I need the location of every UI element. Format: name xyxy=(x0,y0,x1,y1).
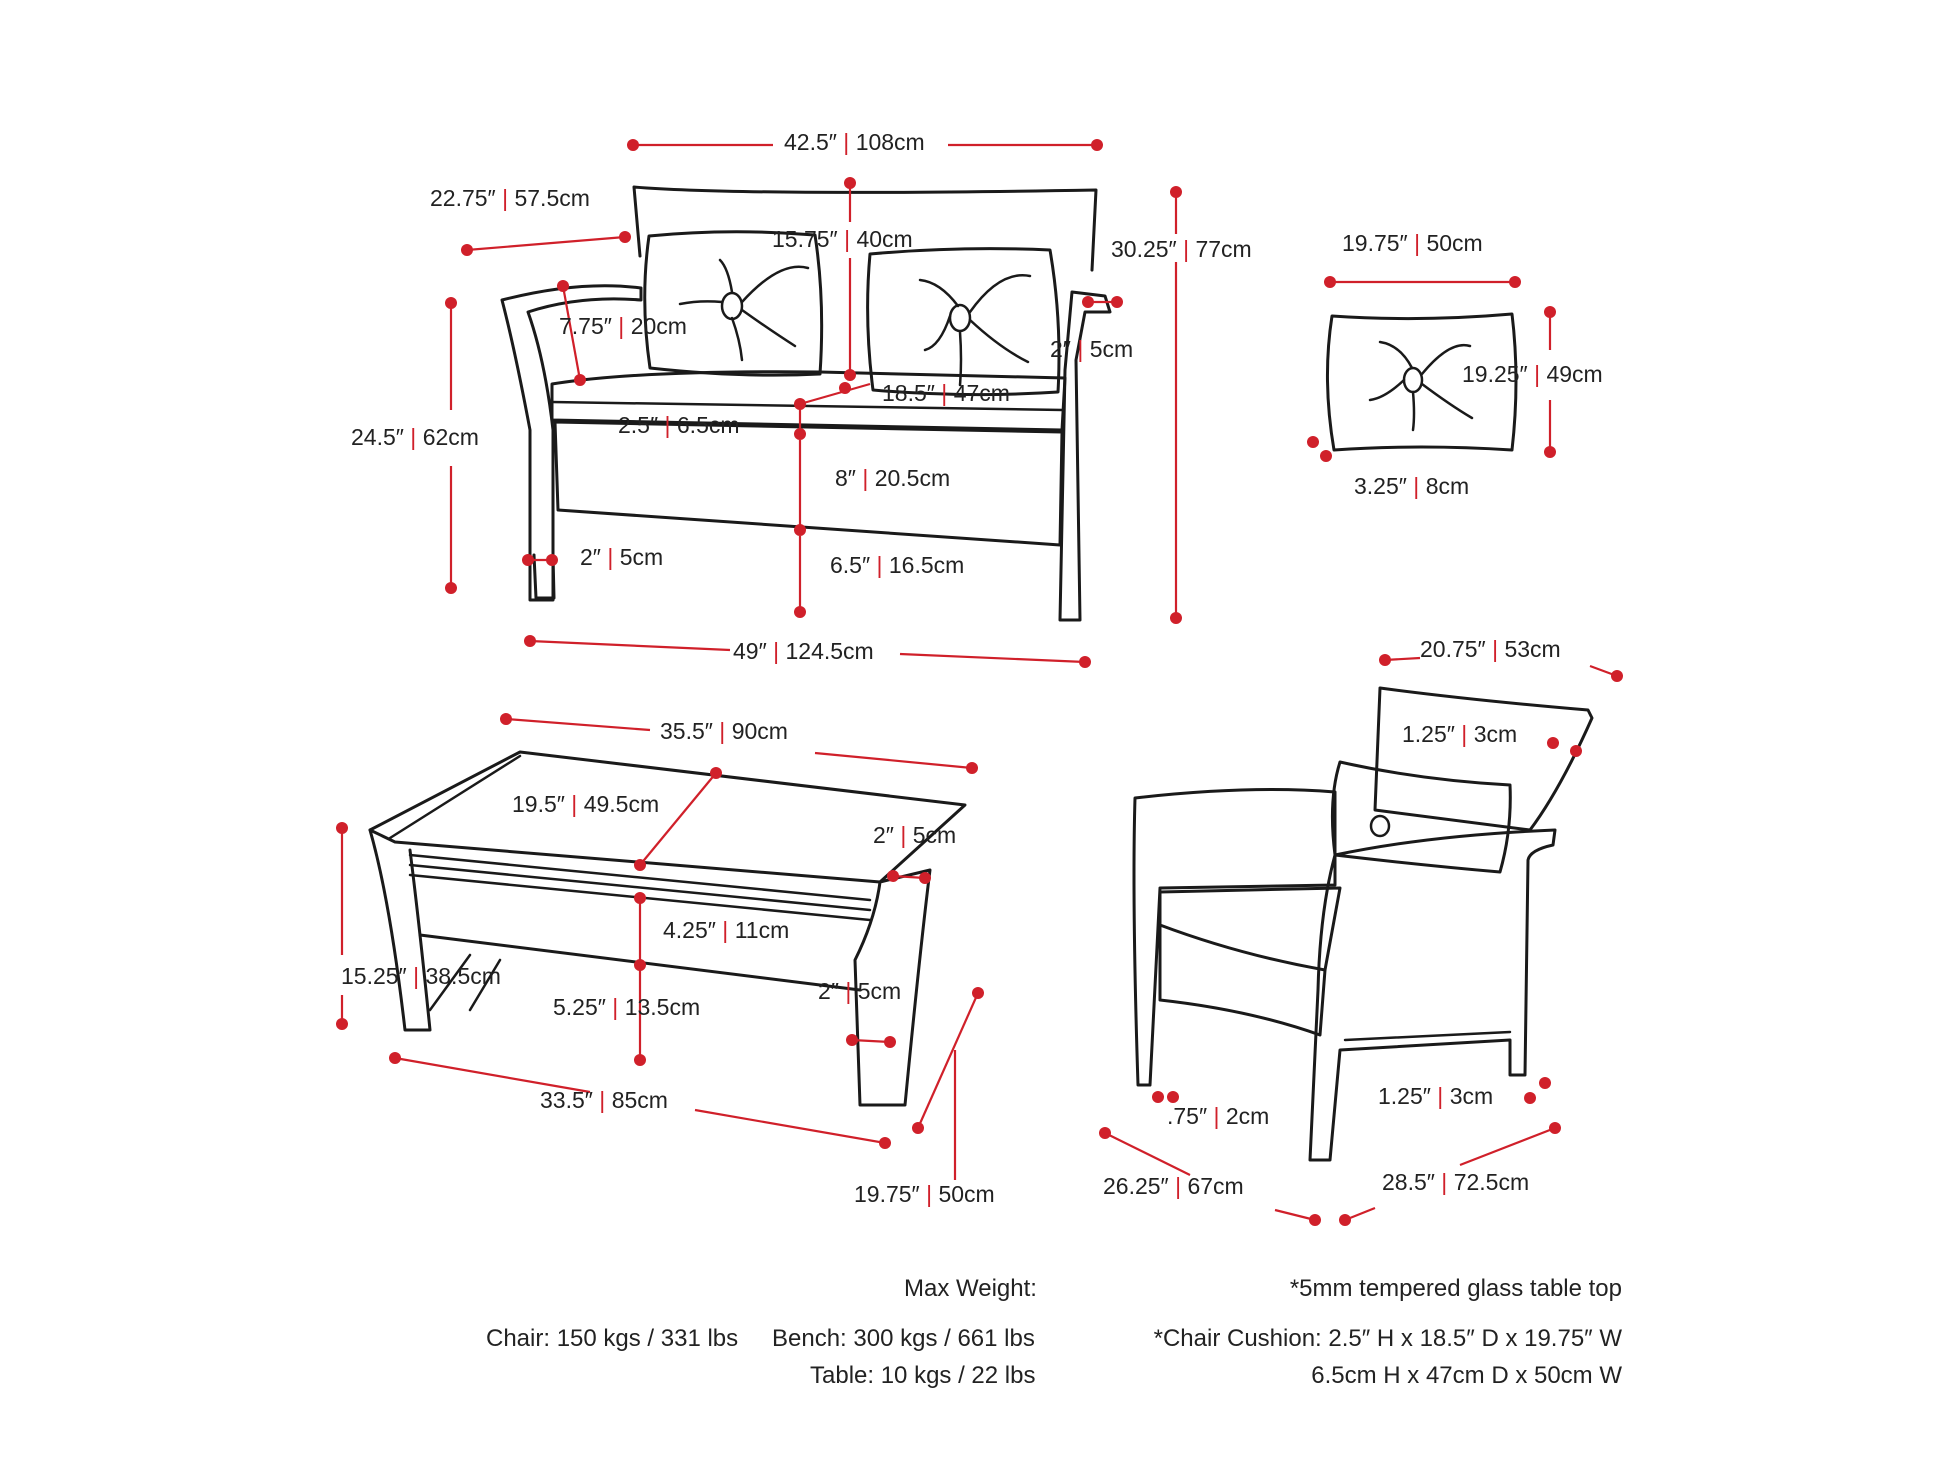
loveseat-arm-height-label: 7.75″ | 20cm xyxy=(559,313,687,339)
loveseat-clearance-label: 6.5″ | 16.5cm xyxy=(830,552,964,578)
table-top-depth-label: 19.5″ | 49.5cm xyxy=(512,791,659,817)
loveseat-apron-height-label: 8″ | 20.5cm xyxy=(835,465,950,491)
table-clearance-label: 5.25″ | 13.5cm xyxy=(553,994,700,1020)
loveseat-arm-depth-label: 22.75″ | 57.5cm xyxy=(430,185,590,211)
loveseat-back-cushion-label: 15.75″ | 40cm xyxy=(772,226,913,252)
max-weight-label: Max Weight: xyxy=(904,1275,1037,1302)
chair-width-label: 28.5″ | 72.5cm xyxy=(1382,1169,1529,1195)
cushion-note-metric: 6.5cm H x 47cm D x 50cm W xyxy=(1311,1362,1622,1389)
loveseat-total-height-label: 30.25″ | 77cm xyxy=(1111,236,1252,262)
chair-depth-label: 26.25″ | 67cm xyxy=(1103,1173,1244,1199)
loveseat-overall-width-label: 49″ | 124.5cm xyxy=(733,638,874,664)
loveseat-width-top-label: 42.5″ | 108cm xyxy=(784,129,925,155)
loveseat-seat-depth-label: 18.5″ | 47cm xyxy=(882,380,1010,406)
chair-leg-width-label: 1.25″ | 3cm xyxy=(1378,1083,1493,1109)
glass-note: *5mm tempered glass table top xyxy=(1289,1275,1622,1302)
dimension-lines xyxy=(336,139,1623,1226)
pillow-thickness-label: 3.25″ | 8cm xyxy=(1354,473,1469,499)
pillow-width-label: 19.75″ | 50cm xyxy=(1342,230,1483,256)
table-base-length-label: 33.5″ | 85cm xyxy=(540,1087,668,1113)
loveseat-seat-height-label: 24.5″ | 62cm xyxy=(351,424,479,450)
cushion-note-imperial: *Chair Cushion: 2.5″ H x 18.5″ D x 19.75… xyxy=(1153,1325,1622,1352)
pillow-height-label: 19.25″ | 49cm xyxy=(1462,361,1603,387)
table-height-label: 15.25″ | 38.5cm xyxy=(341,963,501,989)
chair-back-width-label: 20.75″ | 53cm xyxy=(1420,636,1561,662)
loveseat-leg-width-label: 2″ | 5cm xyxy=(580,544,663,570)
bench-weight-note: Bench: 300 kgs / 661 lbs xyxy=(772,1325,1035,1352)
table-top-length-label: 35.5″ | 90cm xyxy=(660,718,788,744)
chair-weight-note: Chair: 150 kgs / 331 lbs xyxy=(486,1325,739,1352)
loveseat-arm-width-label: 2″ | 5cm xyxy=(1050,336,1133,362)
table-weight-note: Table: 10 kgs / 22 lbs xyxy=(810,1362,1036,1389)
table-leg-width-label: 2″ | 5cm xyxy=(818,978,901,1004)
pillow-drawing xyxy=(1325,312,1518,452)
dimension-labels: 42.5″ | 108cm 22.75″ | 57.5cm 15.75″ | 4… xyxy=(341,129,1603,1207)
chair-back-frame-label: 1.25″ | 3cm xyxy=(1402,721,1517,747)
chair-leg-rail-label: .75″ | 2cm xyxy=(1167,1103,1269,1129)
table-apron-height-label: 4.25″ | 11cm xyxy=(663,917,789,943)
table-frame-width-label: 2″ | 5cm xyxy=(873,822,956,848)
chair-drawing xyxy=(1132,686,1594,1162)
table-depth-label: 19.75″ | 50cm xyxy=(854,1181,995,1207)
loveseat-cushion-thickness-label: 2.5″ | 6.5cm xyxy=(618,412,740,438)
